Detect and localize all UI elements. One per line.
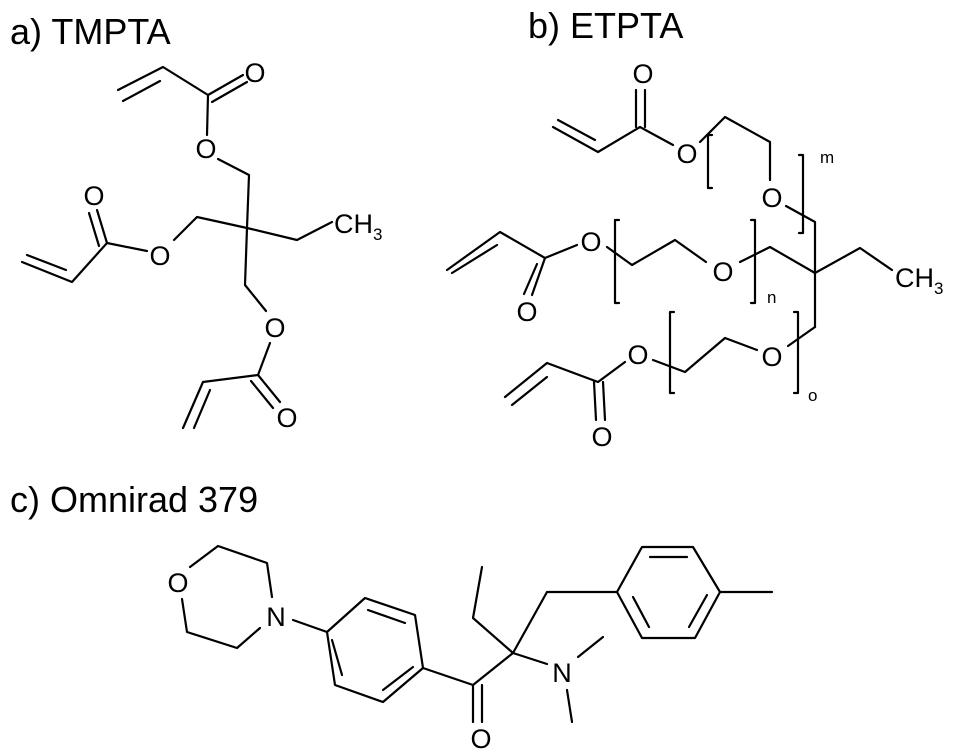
atom-o: O <box>195 134 216 164</box>
omnirad-bonds <box>180 544 774 724</box>
omnirad-title: c) Omnirad 379 <box>10 479 258 520</box>
tmpta-title: a) TMPTA <box>10 11 171 52</box>
repeat-index-o: o <box>808 386 817 405</box>
atom-o: O <box>676 139 697 169</box>
atom-o: O <box>470 724 491 753</box>
atom-o: O <box>591 422 612 452</box>
repeat-index-n: n <box>767 288 776 307</box>
etpta-title: b) ETPTA <box>528 5 683 46</box>
atom-o: O <box>149 241 170 271</box>
atom-o: O <box>627 340 648 370</box>
etpta-bonds <box>445 88 894 422</box>
atom-o: O <box>632 59 653 89</box>
atom-o: O <box>761 342 782 372</box>
atom-o: O <box>83 181 104 211</box>
atom-o: O <box>167 568 188 598</box>
omnirad-379-structure: c) Omnirad 379 <box>10 479 774 753</box>
atom-o: O <box>580 227 601 257</box>
methyl-label: CH3 <box>895 263 943 298</box>
atom-o: O <box>244 58 265 88</box>
repeat-index-m: m <box>820 148 834 167</box>
tmpta-bonds <box>20 65 334 430</box>
atom-o: O <box>264 313 285 343</box>
atom-n: N <box>552 658 572 688</box>
tmpta-structure: a) TMPTA O O O O O O C <box>10 11 382 433</box>
atom-o: O <box>761 183 782 213</box>
atom-o: O <box>276 403 297 433</box>
etpta-structure: b) ETPTA <box>445 5 943 452</box>
atom-o: O <box>516 297 537 327</box>
atom-o: O <box>712 257 733 287</box>
methyl-label: CH3 <box>334 209 382 244</box>
atom-n: N <box>266 602 286 632</box>
